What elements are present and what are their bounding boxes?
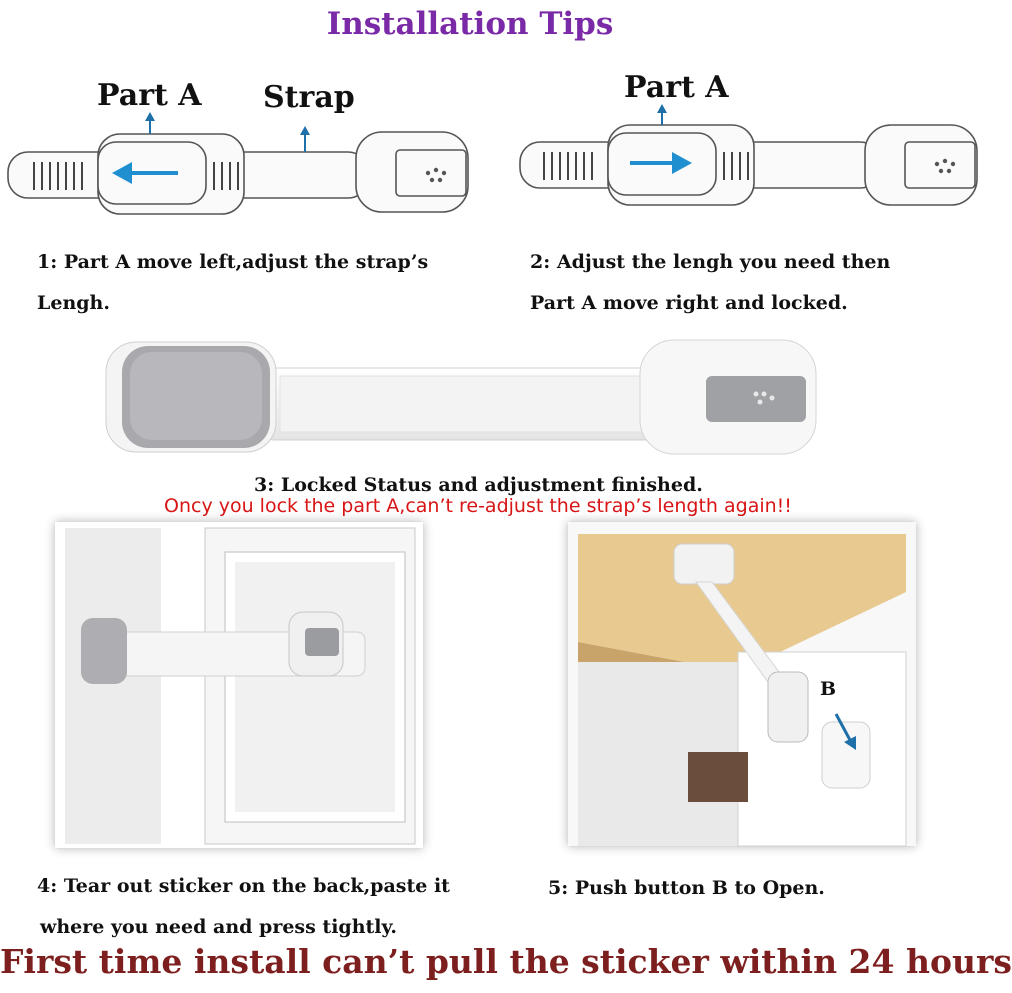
step1-caption-line1: 1: Part A move left,adjust the strap’s	[37, 251, 429, 273]
left-anchor-icon	[105, 341, 277, 453]
pointer-arrow-icon	[145, 112, 310, 152]
step2-caption-line1: 2: Adjust the lengh you need then	[530, 251, 891, 273]
pointer-arrow-icon	[657, 104, 667, 125]
arrow-left-icon	[112, 162, 178, 184]
photo-drawer-open: B	[567, 521, 917, 847]
arrow-down-icon	[834, 713, 856, 750]
step3-caption: 3: Locked Status and adjustment finished…	[254, 474, 703, 496]
step2-caption-line2: Part A move right and locked.	[530, 292, 848, 314]
diagram-step2	[519, 104, 978, 206]
part-a-label-2: Part A	[624, 70, 729, 105]
right-lock-icon	[639, 339, 817, 455]
button-b-label: B	[820, 678, 837, 700]
step5-caption: 5: Push button B to Open.	[548, 877, 825, 899]
locked-strap-illustration	[105, 339, 817, 455]
footer-warning: First time install can’t pull the sticke…	[0, 942, 1012, 981]
button-dots-icon	[934, 158, 956, 174]
arrow-right-icon	[630, 152, 692, 174]
step4-caption-line1: 4: Tear out sticker on the back,paste it	[37, 875, 450, 897]
warning-text: Oncy you lock the part A,can’t re-adjust…	[164, 495, 792, 517]
strap-grip-lines-icon	[33, 162, 239, 190]
step4-caption-line2: where you need and press tightly.	[40, 916, 397, 938]
part-a-label-1: Part A	[97, 78, 202, 113]
step1-caption-line2: Lengh.	[37, 292, 110, 314]
page-title: Installation Tips	[326, 6, 614, 42]
diagram-step1	[7, 112, 469, 215]
photo-cabinet-installed	[54, 521, 424, 849]
strap-grip-lines-icon	[543, 152, 749, 180]
button-dots-icon	[425, 167, 447, 183]
strap-band	[259, 367, 701, 441]
strap-label: Strap	[263, 80, 355, 115]
